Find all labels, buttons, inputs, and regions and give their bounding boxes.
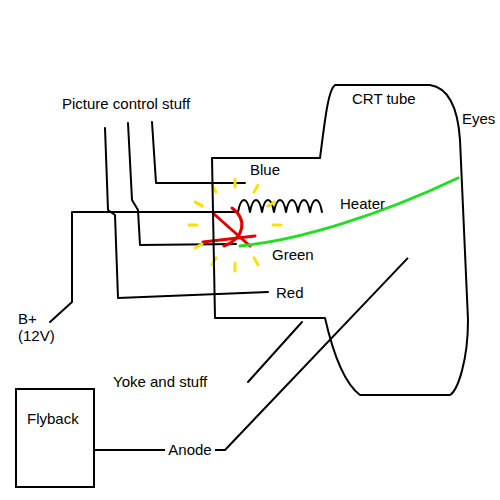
- wire-label: Blue: [250, 161, 280, 178]
- short-circuit-mark: [224, 208, 242, 246]
- spark-dash: [268, 202, 275, 206]
- flyback-box: Flyback: [15, 388, 95, 488]
- part-label: Eyes: [462, 110, 495, 127]
- crt-tube: CRT tube: [210, 80, 475, 400]
- spark-dash: [273, 224, 281, 227]
- tube-outline: [210, 80, 475, 400]
- part-label: CRT tube: [352, 90, 416, 107]
- spark-dash: [254, 258, 258, 265]
- spark-dash: [195, 244, 202, 248]
- edge-label: Anode: [165, 441, 214, 458]
- spark-dash: [195, 202, 202, 206]
- spark-dash: [234, 263, 237, 271]
- spark-dash: [189, 224, 197, 227]
- part-label: Heater: [340, 195, 385, 212]
- spark-dash: [195, 202, 202, 206]
- short-circuit-mark: [203, 236, 255, 242]
- spark-dash: [254, 185, 258, 192]
- anode-wire: [95, 258, 408, 450]
- electron-beam: [240, 178, 458, 246]
- part-label: Picture control stuff: [62, 95, 190, 112]
- b-plus-wire: [50, 212, 238, 322]
- wire-label: Green: [272, 246, 314, 263]
- wire-label: Red: [276, 284, 304, 301]
- spark-dash: [234, 179, 237, 187]
- heater-coil: [238, 200, 322, 212]
- control-wire: [152, 122, 245, 183]
- supply-label: B+ (12V): [18, 310, 62, 345]
- part-label: Yoke and stuff: [113, 373, 207, 390]
- box-title: Flyback: [27, 410, 79, 427]
- yoke-leader: [248, 322, 302, 382]
